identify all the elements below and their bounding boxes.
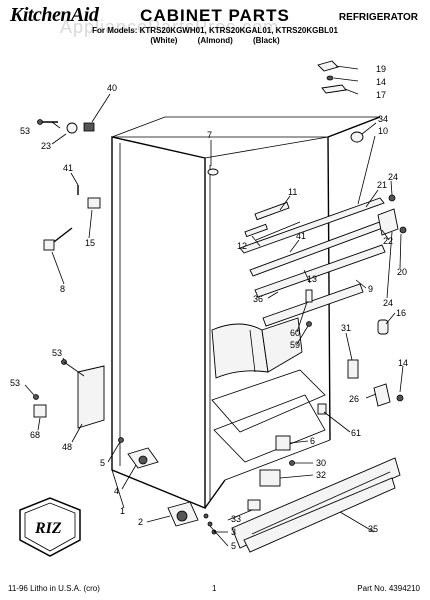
footer-litho: 11-96 Litho in U.S.A. (cro)	[8, 584, 100, 593]
callout-label: 40	[107, 83, 117, 93]
callout-label: 16	[396, 308, 406, 318]
callout-label: 53	[20, 126, 30, 136]
callout-label: 3	[231, 527, 236, 537]
footer-part-number: Part No. 4394210	[357, 584, 420, 593]
callout-label: 30	[316, 458, 326, 468]
riz-logo: RIZ	[19, 497, 81, 557]
callout-label: 19	[376, 64, 386, 74]
callout-label: 12	[237, 241, 247, 251]
callout-label: 2	[138, 517, 143, 527]
callout-numbers: 40 53 23 7 19 14 17 34 10 41 15 11 21 24…	[10, 64, 408, 551]
color-variants: (White) (Almond) (Black)	[150, 36, 280, 45]
callout-label: 8	[60, 284, 65, 294]
footer-page-number: 1	[212, 584, 217, 593]
leader-lines	[24, 65, 404, 547]
callout-label: 5	[100, 458, 105, 468]
callout-label: 9	[368, 284, 373, 294]
logo-text: RIZ	[34, 520, 62, 537]
brand-logo: KitchenAid	[10, 4, 99, 26]
callout-label: 26	[349, 394, 359, 404]
rail-parts	[239, 197, 389, 327]
callout-label: 48	[62, 442, 72, 452]
appliance-type: REFRIGERATOR	[338, 12, 418, 23]
callout-label: 68	[30, 430, 40, 440]
callout-label: 11	[288, 187, 297, 197]
callout-label: 31	[341, 323, 351, 333]
cabinet-body	[111, 116, 381, 510]
callout-label: 53	[10, 378, 20, 388]
callout-label: 1	[120, 506, 125, 516]
callout-label: 6	[310, 436, 315, 446]
callout-label: 10	[378, 126, 388, 136]
small-parts	[33, 60, 407, 553]
callout-label: 41	[63, 163, 73, 173]
callout-label: 5	[231, 541, 236, 551]
callout-label: 24	[383, 298, 393, 308]
callout-label: 61	[351, 428, 361, 438]
callout-label: 34	[378, 114, 388, 124]
model-list: For Models: KTRS20KGWH01, KTRS20KGAL01, …	[92, 26, 338, 35]
callout-label: 53	[52, 348, 62, 358]
callout-label: 41	[296, 231, 306, 241]
callout-label: 14	[376, 77, 386, 87]
callout-label: 36	[253, 294, 263, 304]
callout-label: 24	[388, 172, 398, 182]
callout-label: 15	[85, 238, 95, 248]
callout-label: 22	[383, 236, 393, 246]
callout-label: 60	[290, 328, 300, 338]
callout-label: 14	[398, 358, 408, 368]
callout-label: 20	[397, 267, 407, 277]
watermark: AppliancePartsPros.com	[60, 17, 280, 37]
callout-label: 59	[290, 340, 300, 350]
callout-label: 23	[41, 141, 51, 151]
callout-label: 4	[114, 486, 119, 496]
callout-label: 35	[368, 524, 378, 534]
callout-label: 17	[376, 90, 386, 100]
page-title: CABINET PARTS	[140, 6, 290, 25]
callout-label: 21	[377, 180, 387, 190]
callout-label: 32	[316, 470, 326, 480]
callout-label: 13	[307, 274, 317, 284]
callout-label: 7	[207, 130, 212, 140]
callout-label: 33	[231, 514, 241, 524]
